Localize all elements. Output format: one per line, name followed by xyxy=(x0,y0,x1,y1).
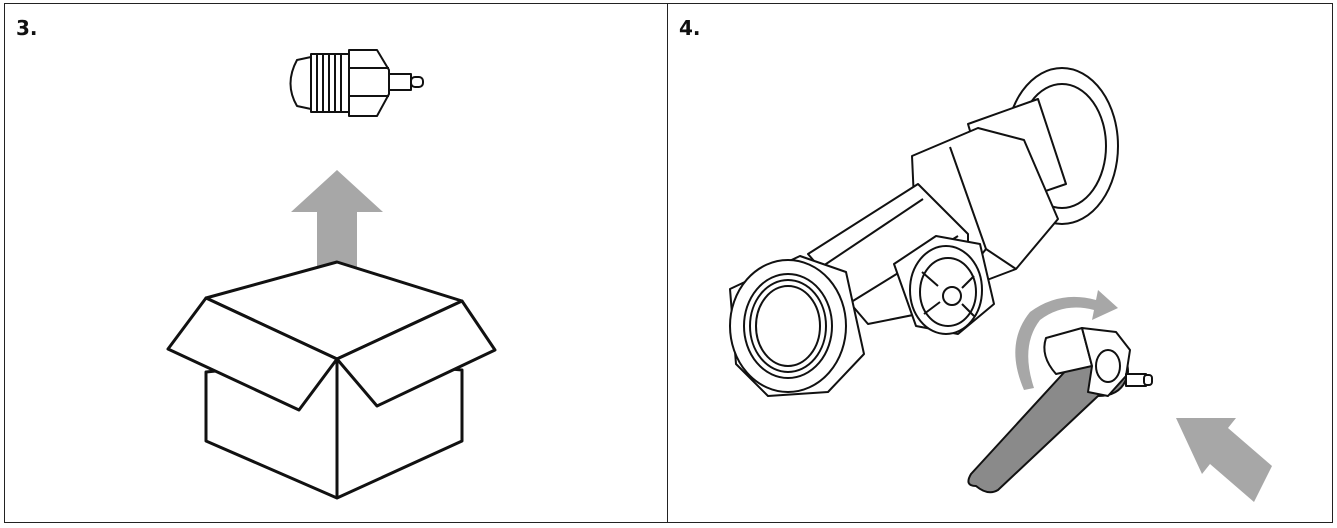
open-box-icon xyxy=(166,260,497,500)
valve-insert-icon xyxy=(289,49,424,117)
step-3-label: 3. xyxy=(16,16,38,40)
step-4-illustration xyxy=(729,67,1272,502)
step-3-panel: 3. xyxy=(4,3,669,523)
insert-arrow-icon xyxy=(1176,418,1272,502)
step-3-illustration xyxy=(166,49,497,500)
step-4-label: 4. xyxy=(679,16,701,40)
step-4-panel: 4. xyxy=(667,3,1333,523)
rotation-arrow-icon xyxy=(1015,290,1118,390)
valve-body-icon xyxy=(729,67,1119,397)
valve-insert-icon xyxy=(1043,327,1153,397)
lift-arrow-icon xyxy=(291,170,383,326)
